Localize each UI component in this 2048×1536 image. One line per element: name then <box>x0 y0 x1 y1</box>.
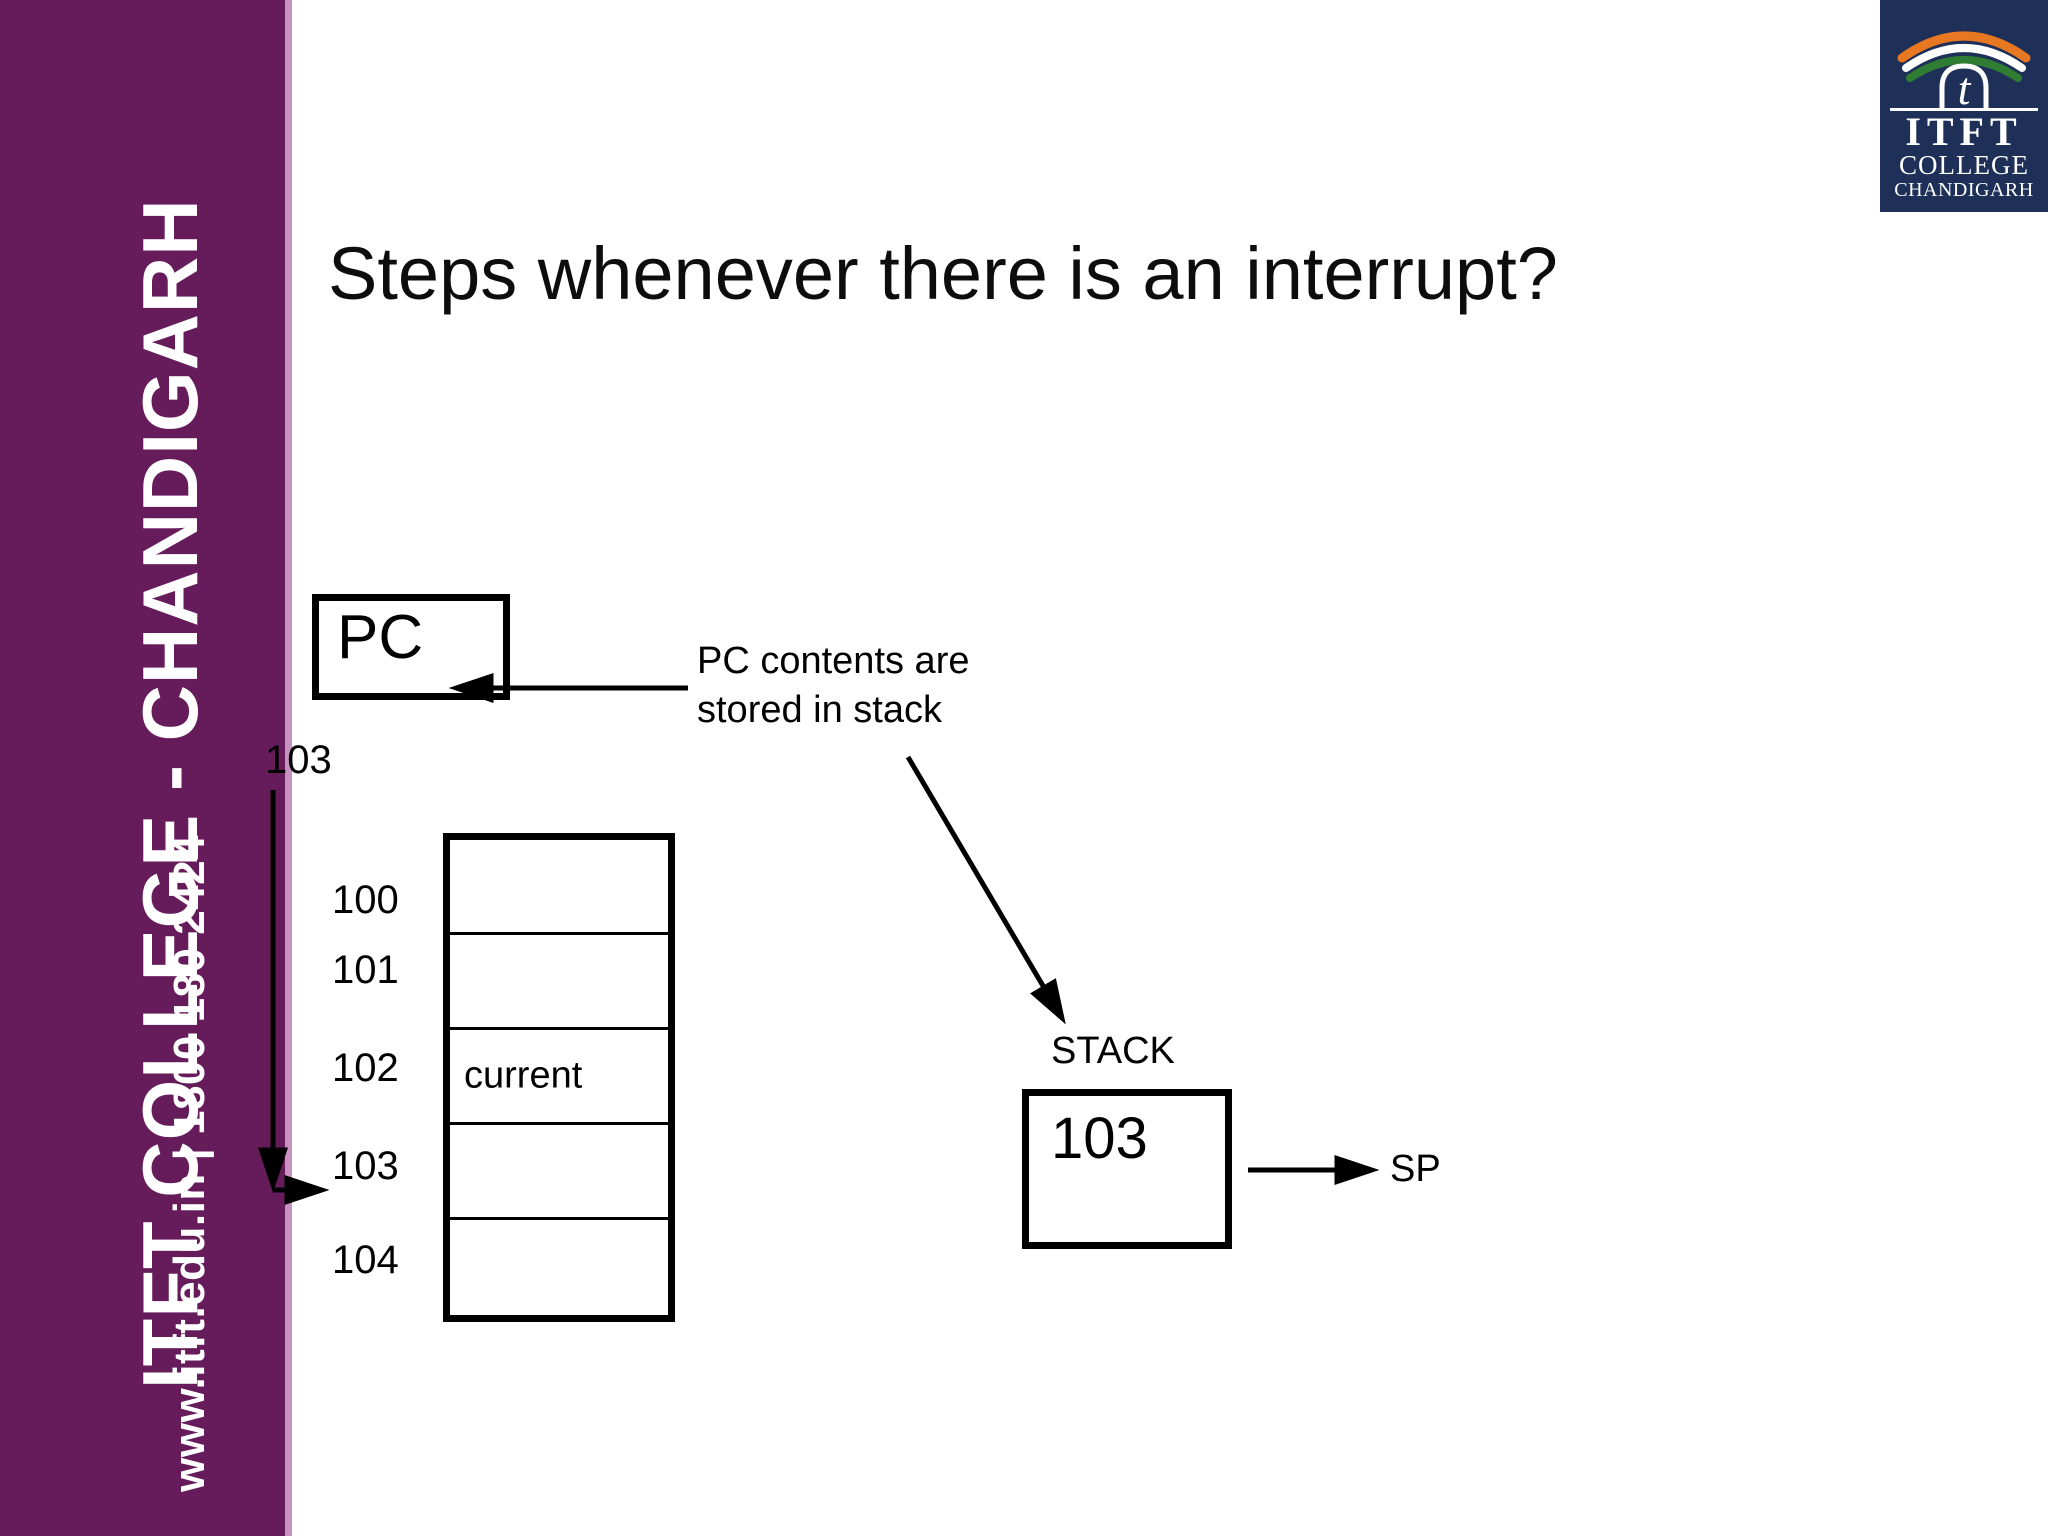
logo-city-word: CHANDIGARH <box>1894 179 2034 201</box>
sidebar-band <box>0 0 292 1536</box>
logo-name: ITFT <box>1905 109 2023 154</box>
pc-register-label: PC <box>337 603 424 672</box>
logo-college-word: COLLEGE <box>1899 150 2029 180</box>
memory-table: current <box>443 833 675 1322</box>
slide-title: Steps whenever there is an interrupt? <box>328 232 1558 315</box>
memory-address-label: 103 <box>332 1144 399 1188</box>
memory-address-label: 101 <box>332 948 399 992</box>
stack-box: 103 <box>1022 1089 1232 1249</box>
table-row <box>450 840 668 935</box>
memory-address-label: 100 <box>332 878 399 922</box>
memory-cell-value: current <box>464 1054 583 1097</box>
stack-value: 103 <box>1051 1106 1148 1171</box>
pc-annotation-line-1: PC contents are <box>697 640 970 682</box>
memory-address-label: 104 <box>332 1238 399 1282</box>
pc-register-box: PC <box>312 594 510 700</box>
table-row <box>450 935 668 1030</box>
table-row: current <box>450 1030 668 1125</box>
sidebar-contact-info: www.itft.edu.in | 1800 180 2424 <box>165 834 214 1492</box>
memory-address-label: 102 <box>332 1046 399 1090</box>
stack-pointer-label: SP <box>1390 1148 1441 1190</box>
stack-label: STACK <box>1051 1030 1175 1072</box>
annotation-to-stack-arrow <box>905 755 1066 1025</box>
pc-value-label: 103 <box>265 738 332 782</box>
logo-emblem-icon: t <box>1897 31 2031 112</box>
pc-annotation-text: PC contents are stored in stack <box>697 637 969 734</box>
pc-annotation-line-2: stored in stack <box>697 688 942 731</box>
sidebar-edge-stripe <box>285 0 292 1536</box>
table-row <box>450 1125 668 1220</box>
logo-divider <box>1890 108 2038 111</box>
sidebar-text-group: ITFT COLLEGE - CHANDIGARH www.itft.edu.i… <box>0 0 292 1536</box>
itft-logo: t ITFT COLLEGE CHANDIGARH <box>1880 0 2048 212</box>
table-row <box>450 1220 668 1315</box>
svg-text:t: t <box>1958 63 1972 112</box>
